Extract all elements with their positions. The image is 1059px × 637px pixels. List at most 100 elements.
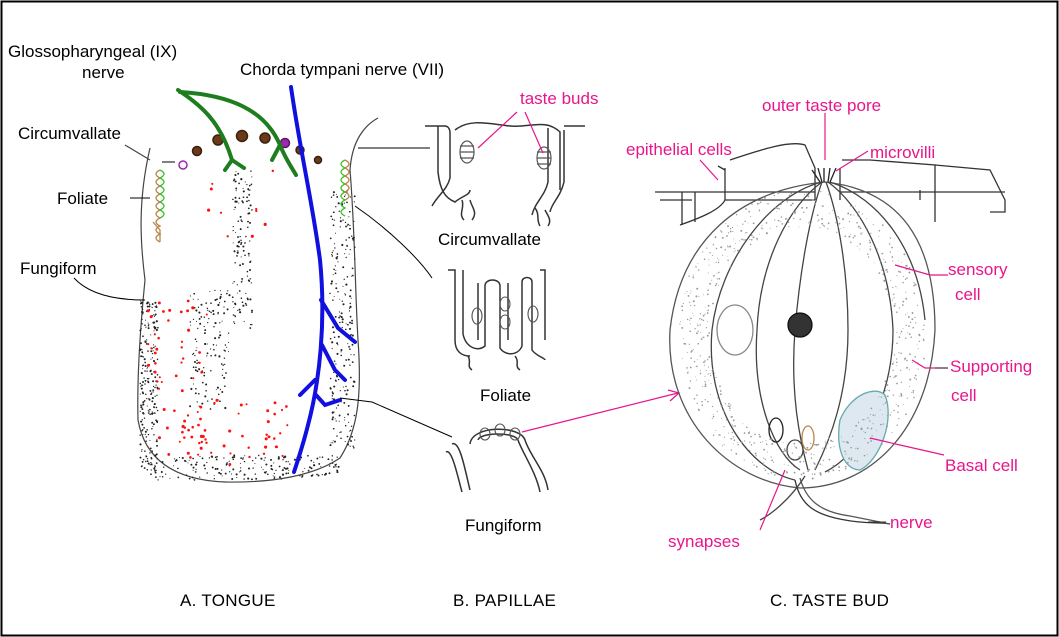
stipple-dot bbox=[867, 427, 869, 429]
stipple-dot bbox=[792, 203, 794, 205]
stipple-dot bbox=[222, 364, 224, 366]
stipple-dot bbox=[301, 475, 303, 477]
stipple-dot bbox=[850, 242, 852, 244]
stipple-dot bbox=[345, 329, 347, 331]
stipple-dot bbox=[354, 201, 355, 202]
stipple-dot bbox=[156, 407, 158, 409]
stipple-dot bbox=[207, 343, 208, 344]
stipple-dot bbox=[155, 306, 157, 308]
stipple-dot bbox=[183, 436, 186, 439]
stipple-dot bbox=[311, 475, 313, 477]
stipple-dot bbox=[154, 466, 156, 468]
stipple-dot bbox=[238, 203, 239, 204]
stipple-dot bbox=[693, 300, 695, 302]
stipple-dot bbox=[237, 252, 239, 254]
stipple-dot bbox=[735, 243, 736, 244]
stipple-dot bbox=[747, 222, 748, 223]
stipple-dot bbox=[213, 313, 215, 315]
stipple-dot bbox=[144, 358, 146, 360]
stipple-dot bbox=[180, 362, 182, 364]
stipple-dot bbox=[882, 224, 884, 226]
stipple-dot bbox=[264, 460, 265, 461]
stipple-dot bbox=[220, 473, 222, 475]
stipple-dot bbox=[880, 424, 882, 426]
stipple-dot bbox=[335, 287, 337, 289]
stipple-dot bbox=[249, 269, 251, 271]
stipple-dot bbox=[214, 290, 215, 291]
stipple-dot bbox=[903, 276, 904, 277]
stipple-dot bbox=[732, 424, 733, 425]
stipple-dot bbox=[229, 452, 231, 454]
stipple-dot bbox=[145, 440, 147, 442]
stipple-dot bbox=[141, 430, 143, 432]
stipple-dot bbox=[213, 349, 215, 351]
stipple-dot bbox=[763, 449, 765, 451]
stipple-dot bbox=[234, 281, 235, 282]
stipple-dot bbox=[244, 242, 246, 244]
label-microvilli: microvilli bbox=[870, 144, 935, 161]
stipple-dot bbox=[223, 377, 225, 379]
stipple-dot bbox=[853, 215, 854, 216]
stipple-dot bbox=[155, 346, 156, 347]
stipple-dot bbox=[700, 313, 701, 314]
stipple-dot bbox=[152, 303, 154, 305]
stipple-dot bbox=[151, 469, 152, 470]
stipple-dot bbox=[149, 304, 150, 305]
stipple-dot bbox=[898, 271, 900, 273]
stipple-dot bbox=[216, 389, 217, 390]
stipple-dot bbox=[892, 369, 893, 370]
stipple-dot bbox=[338, 379, 339, 380]
stipple-dot bbox=[154, 352, 157, 355]
stipple-dot bbox=[199, 323, 201, 325]
stipple-dot bbox=[152, 413, 153, 414]
stipple-dot bbox=[148, 302, 149, 303]
stipple-dot bbox=[812, 199, 814, 201]
stipple-dot bbox=[274, 476, 275, 477]
stipple-dot bbox=[282, 469, 284, 471]
fungiform-dots bbox=[147, 170, 289, 466]
stipple-dot bbox=[905, 292, 906, 293]
stipple-dot bbox=[146, 436, 148, 438]
stipple-dot bbox=[878, 396, 879, 397]
stipple-dot bbox=[332, 411, 333, 412]
stipple-dot bbox=[268, 435, 271, 438]
stipple-dot bbox=[854, 235, 856, 237]
stipple-dot bbox=[857, 246, 858, 247]
stipple-dot bbox=[331, 459, 333, 461]
stipple-dot bbox=[906, 367, 908, 369]
stipple-dot bbox=[263, 469, 264, 470]
stipple-dot bbox=[857, 215, 858, 216]
stipple-dot bbox=[896, 383, 898, 385]
stipple-dot bbox=[239, 309, 241, 311]
stipple-dot bbox=[224, 364, 225, 365]
stipple-dot bbox=[216, 345, 217, 346]
stipple-dot bbox=[249, 298, 251, 300]
stipple-dot bbox=[345, 226, 347, 228]
stipple-dot bbox=[718, 272, 720, 274]
stipple-dot bbox=[154, 333, 156, 335]
stipple-dot bbox=[354, 439, 355, 440]
stipple-dot bbox=[338, 202, 340, 204]
stipple-dot bbox=[352, 445, 353, 446]
stipple-dot bbox=[830, 440, 832, 442]
stipple-dot bbox=[186, 474, 188, 476]
stipple-dot bbox=[339, 415, 341, 417]
stipple-dot bbox=[245, 181, 246, 182]
stipple-dot bbox=[220, 290, 221, 291]
stipple-dot bbox=[153, 386, 154, 387]
stipple-dot bbox=[349, 328, 351, 330]
stipple-dot bbox=[154, 310, 155, 311]
stipple-dot bbox=[339, 211, 340, 212]
stipple-dot bbox=[828, 443, 829, 444]
stipple-dot bbox=[340, 355, 342, 357]
stipple-dot bbox=[251, 209, 253, 211]
panel-a-pointers bbox=[74, 148, 452, 437]
stipple-dot bbox=[264, 457, 265, 458]
stipple-dot bbox=[720, 393, 722, 395]
stipple-dot bbox=[883, 437, 885, 439]
stipple-dot bbox=[694, 398, 696, 400]
stipple-dot bbox=[723, 426, 724, 427]
stipple-dot bbox=[195, 309, 197, 311]
stipple-dot bbox=[332, 463, 333, 464]
stipple-dot bbox=[682, 310, 684, 312]
